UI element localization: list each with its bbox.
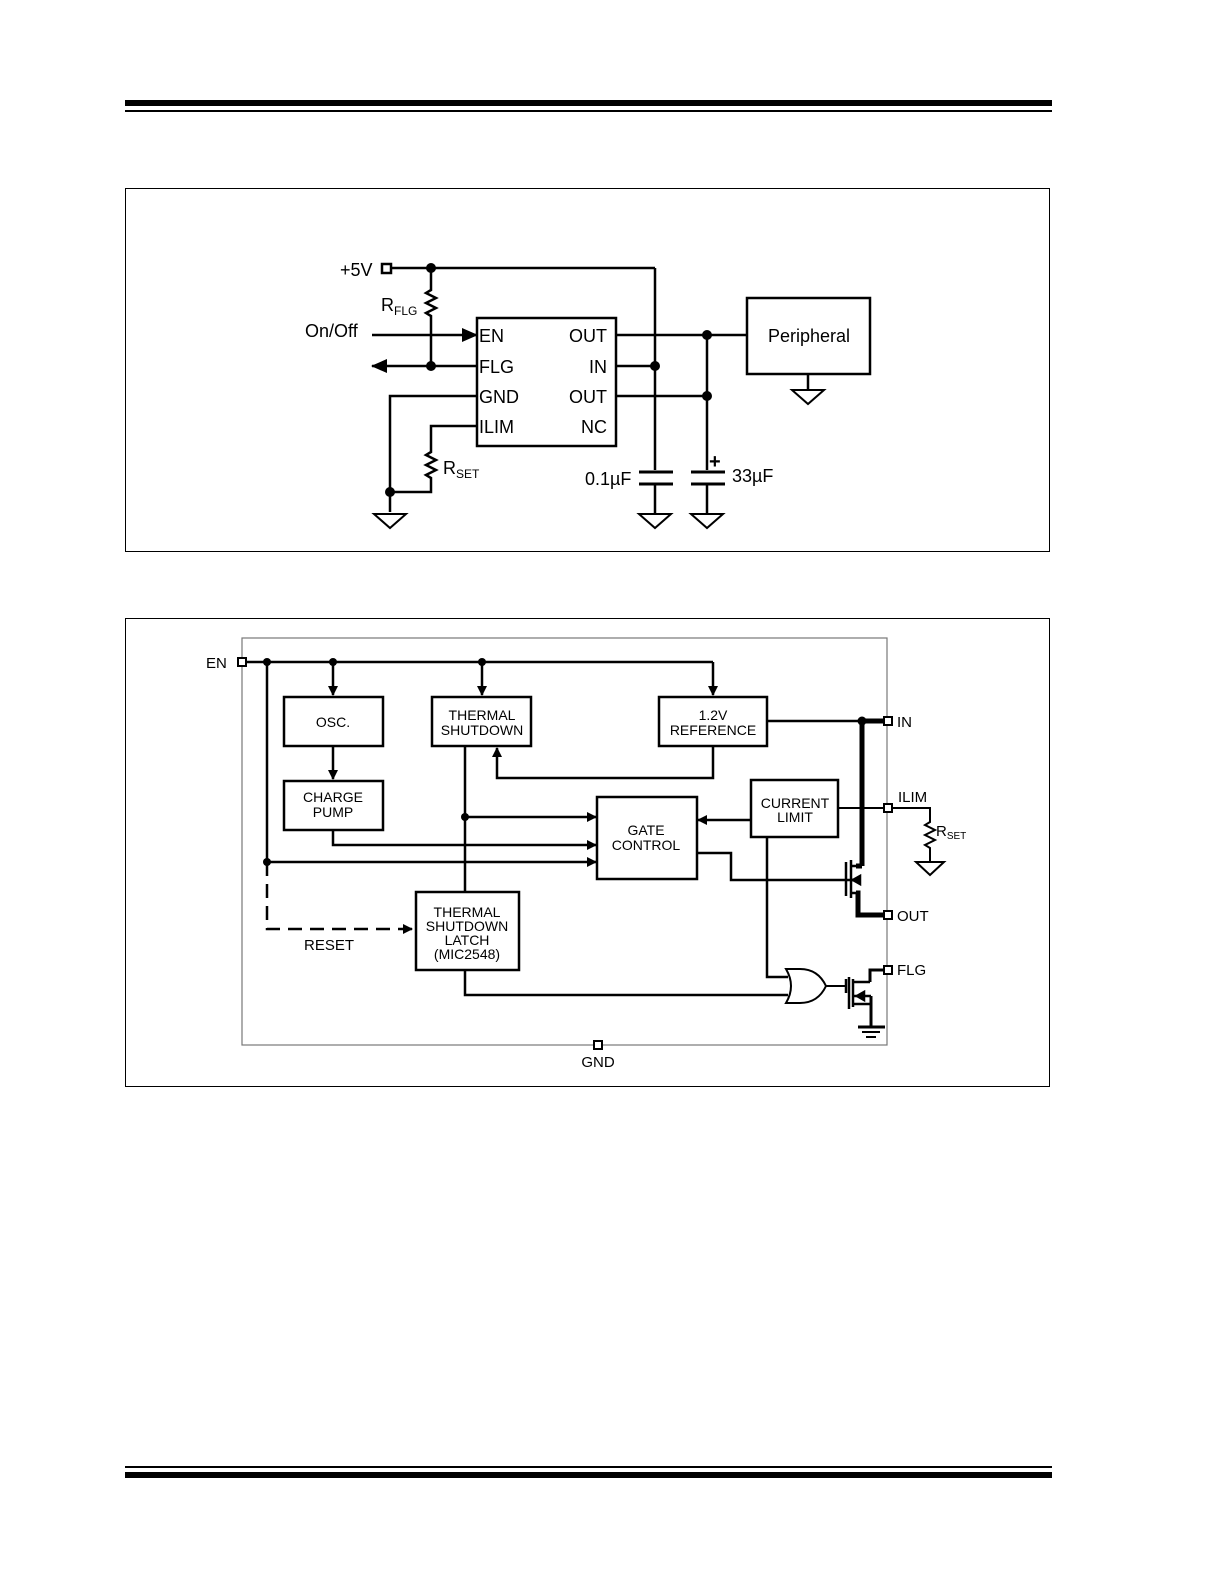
ic-pin-nc: NC — [581, 417, 607, 437]
supply-terminal — [380, 262, 393, 275]
pin-in-terminal — [883, 716, 893, 726]
ic-pin-en: EN — [479, 326, 504, 346]
latch-label-1: THERMAL — [434, 904, 501, 920]
latch-label-2: SHUTDOWN — [426, 918, 508, 934]
ic-pin-ilim: ILIM — [479, 417, 514, 437]
osc-block — [282, 695, 385, 748]
junction-dots — [385, 263, 712, 497]
reference-label-1: 1.2V — [699, 707, 728, 723]
peripheral-box — [745, 296, 872, 376]
ground-symbol — [371, 513, 409, 530]
pin-in-label: IN — [897, 714, 912, 731]
ic-pin-out2: OUT — [569, 387, 607, 407]
block-diagram-frame — [125, 618, 1050, 1087]
reference-label-2: REFERENCE — [670, 722, 756, 738]
ic-pin-gnd: GND — [479, 387, 519, 407]
ground-symbol — [789, 389, 827, 406]
cap2-polarity: + — [709, 451, 721, 473]
header-rule-thick — [125, 100, 1052, 106]
ic-pin-out1: OUT — [569, 326, 607, 346]
pin-out-terminal — [883, 910, 893, 920]
pin-ilim-terminal — [883, 803, 893, 813]
bd-rset-resistor — [891, 807, 938, 862]
header-rule-thin — [125, 110, 1052, 112]
pin-gnd-terminal — [593, 1040, 603, 1050]
peripheral-label: Peripheral — [768, 326, 850, 346]
charge-pump-label-1: CHARGE — [303, 789, 363, 805]
thermal-shutdown-label-1: THERMAL — [449, 707, 516, 723]
or-gate — [784, 968, 828, 1004]
ic-pin-flg: FLG — [479, 357, 514, 377]
gate-control-label-1: GATE — [627, 822, 664, 838]
rflg-resistor — [423, 268, 439, 366]
footer-rule-thin — [125, 1466, 1052, 1468]
ground-symbol — [636, 513, 674, 530]
reference-block — [657, 695, 769, 748]
latch-label-4: (MIC2548) — [434, 946, 500, 962]
chip-outline — [241, 637, 888, 1046]
rset-label: RSET — [443, 458, 480, 481]
current-limit-label-2: LIMIT — [777, 809, 813, 825]
supply-label: +5V — [340, 260, 373, 280]
bd-junction-dots — [263, 658, 867, 866]
cap1-label: 0.1µF — [585, 469, 631, 489]
ic-package — [475, 316, 618, 448]
charge-pump-block — [282, 779, 385, 832]
thermal-shutdown-label-2: SHUTDOWN — [441, 722, 523, 738]
pin-flg-label: FLG — [897, 962, 926, 979]
application-circuit — [371, 262, 872, 530]
pin-out-label: OUT — [897, 908, 929, 925]
current-limit-block — [749, 778, 840, 839]
charge-pump-label-2: PUMP — [313, 804, 353, 820]
pass-mosfet — [844, 860, 862, 898]
gate-control-label-2: CONTROL — [612, 837, 681, 853]
latch-label-3: LATCH — [445, 932, 490, 948]
application-circuit-frame — [125, 188, 1050, 552]
rflg-label: RFLG — [381, 295, 417, 318]
pin-ilim-label: ILIM — [898, 789, 927, 806]
pin-flg-terminal — [883, 965, 893, 975]
ic-pin-in: IN — [589, 357, 607, 377]
pin-en-terminal — [237, 657, 247, 667]
osc-label: OSC. — [316, 714, 350, 730]
pin-en-label: EN — [206, 655, 227, 672]
footer-rule-thick — [125, 1472, 1052, 1478]
ground-symbol — [913, 861, 947, 877]
pin-gnd-label: GND — [581, 1054, 615, 1071]
current-limit-label-1: CURRENT — [761, 795, 830, 811]
ground-symbol — [688, 513, 726, 530]
reset-label: RESET — [304, 937, 354, 954]
gate-control-block — [595, 795, 699, 881]
reset-line — [265, 862, 413, 934]
onoff-label: On/Off — [305, 321, 359, 341]
flag-mosfet — [844, 968, 885, 1038]
application-labels: +5V RFLG On/Off EN FLG GND ILIM OUT IN O… — [305, 260, 850, 489]
latch-block — [414, 890, 521, 972]
thermal-shutdown-block — [430, 695, 533, 748]
bd-rset-label: RSET — [936, 823, 966, 842]
cap2-label: 33µF — [732, 466, 773, 486]
rset-resistor — [390, 424, 477, 494]
